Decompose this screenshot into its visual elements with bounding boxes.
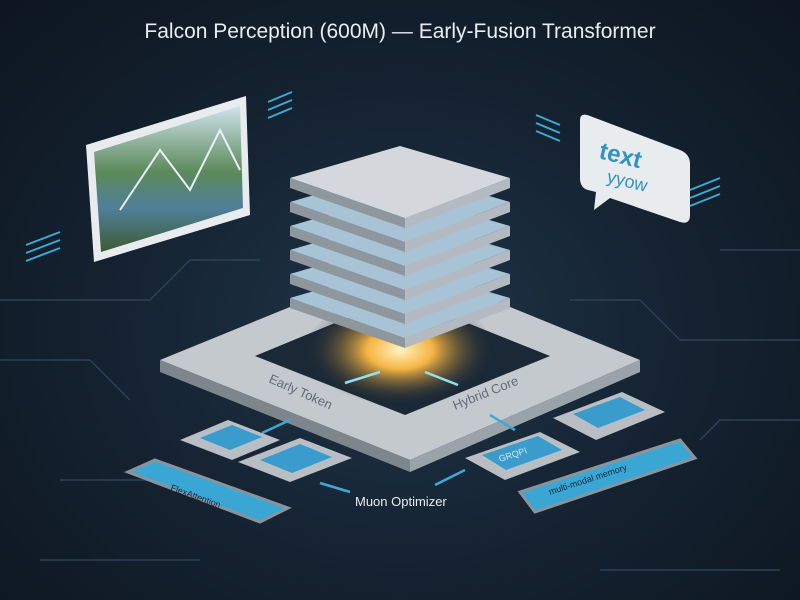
module-grqpi: GRQPI [465,432,580,480]
image-input-frame [86,96,250,262]
layer-side [405,178,510,228]
module-left-1 [180,420,280,460]
layer-side [290,202,405,252]
layer-side [290,298,405,348]
layer-side [405,226,510,276]
panel-right: multi-modal memory [517,438,698,514]
layer-side [405,274,510,324]
panel-flexattention: FlexAttention [124,458,292,524]
platform [160,262,640,472]
layer-side [290,178,405,228]
layer-side [405,202,510,252]
diagram-title: Falcon Perception (600M) — Early-Fusion … [144,20,656,43]
layer-top [290,146,510,218]
layer-side [405,250,510,300]
transformer-layer-stack [290,146,510,348]
module-right [553,392,665,440]
arrows [261,370,516,494]
label-optimizer: Muon Optimizer [355,494,447,509]
dash-marks [25,91,721,262]
layer-side [290,274,405,324]
module-left-2 [238,438,352,482]
layer-side [290,250,405,300]
circuit-lines [0,249,800,571]
layer-side [290,226,405,276]
layer-side [405,298,510,348]
text-input-bubble: text yyow [580,114,690,223]
